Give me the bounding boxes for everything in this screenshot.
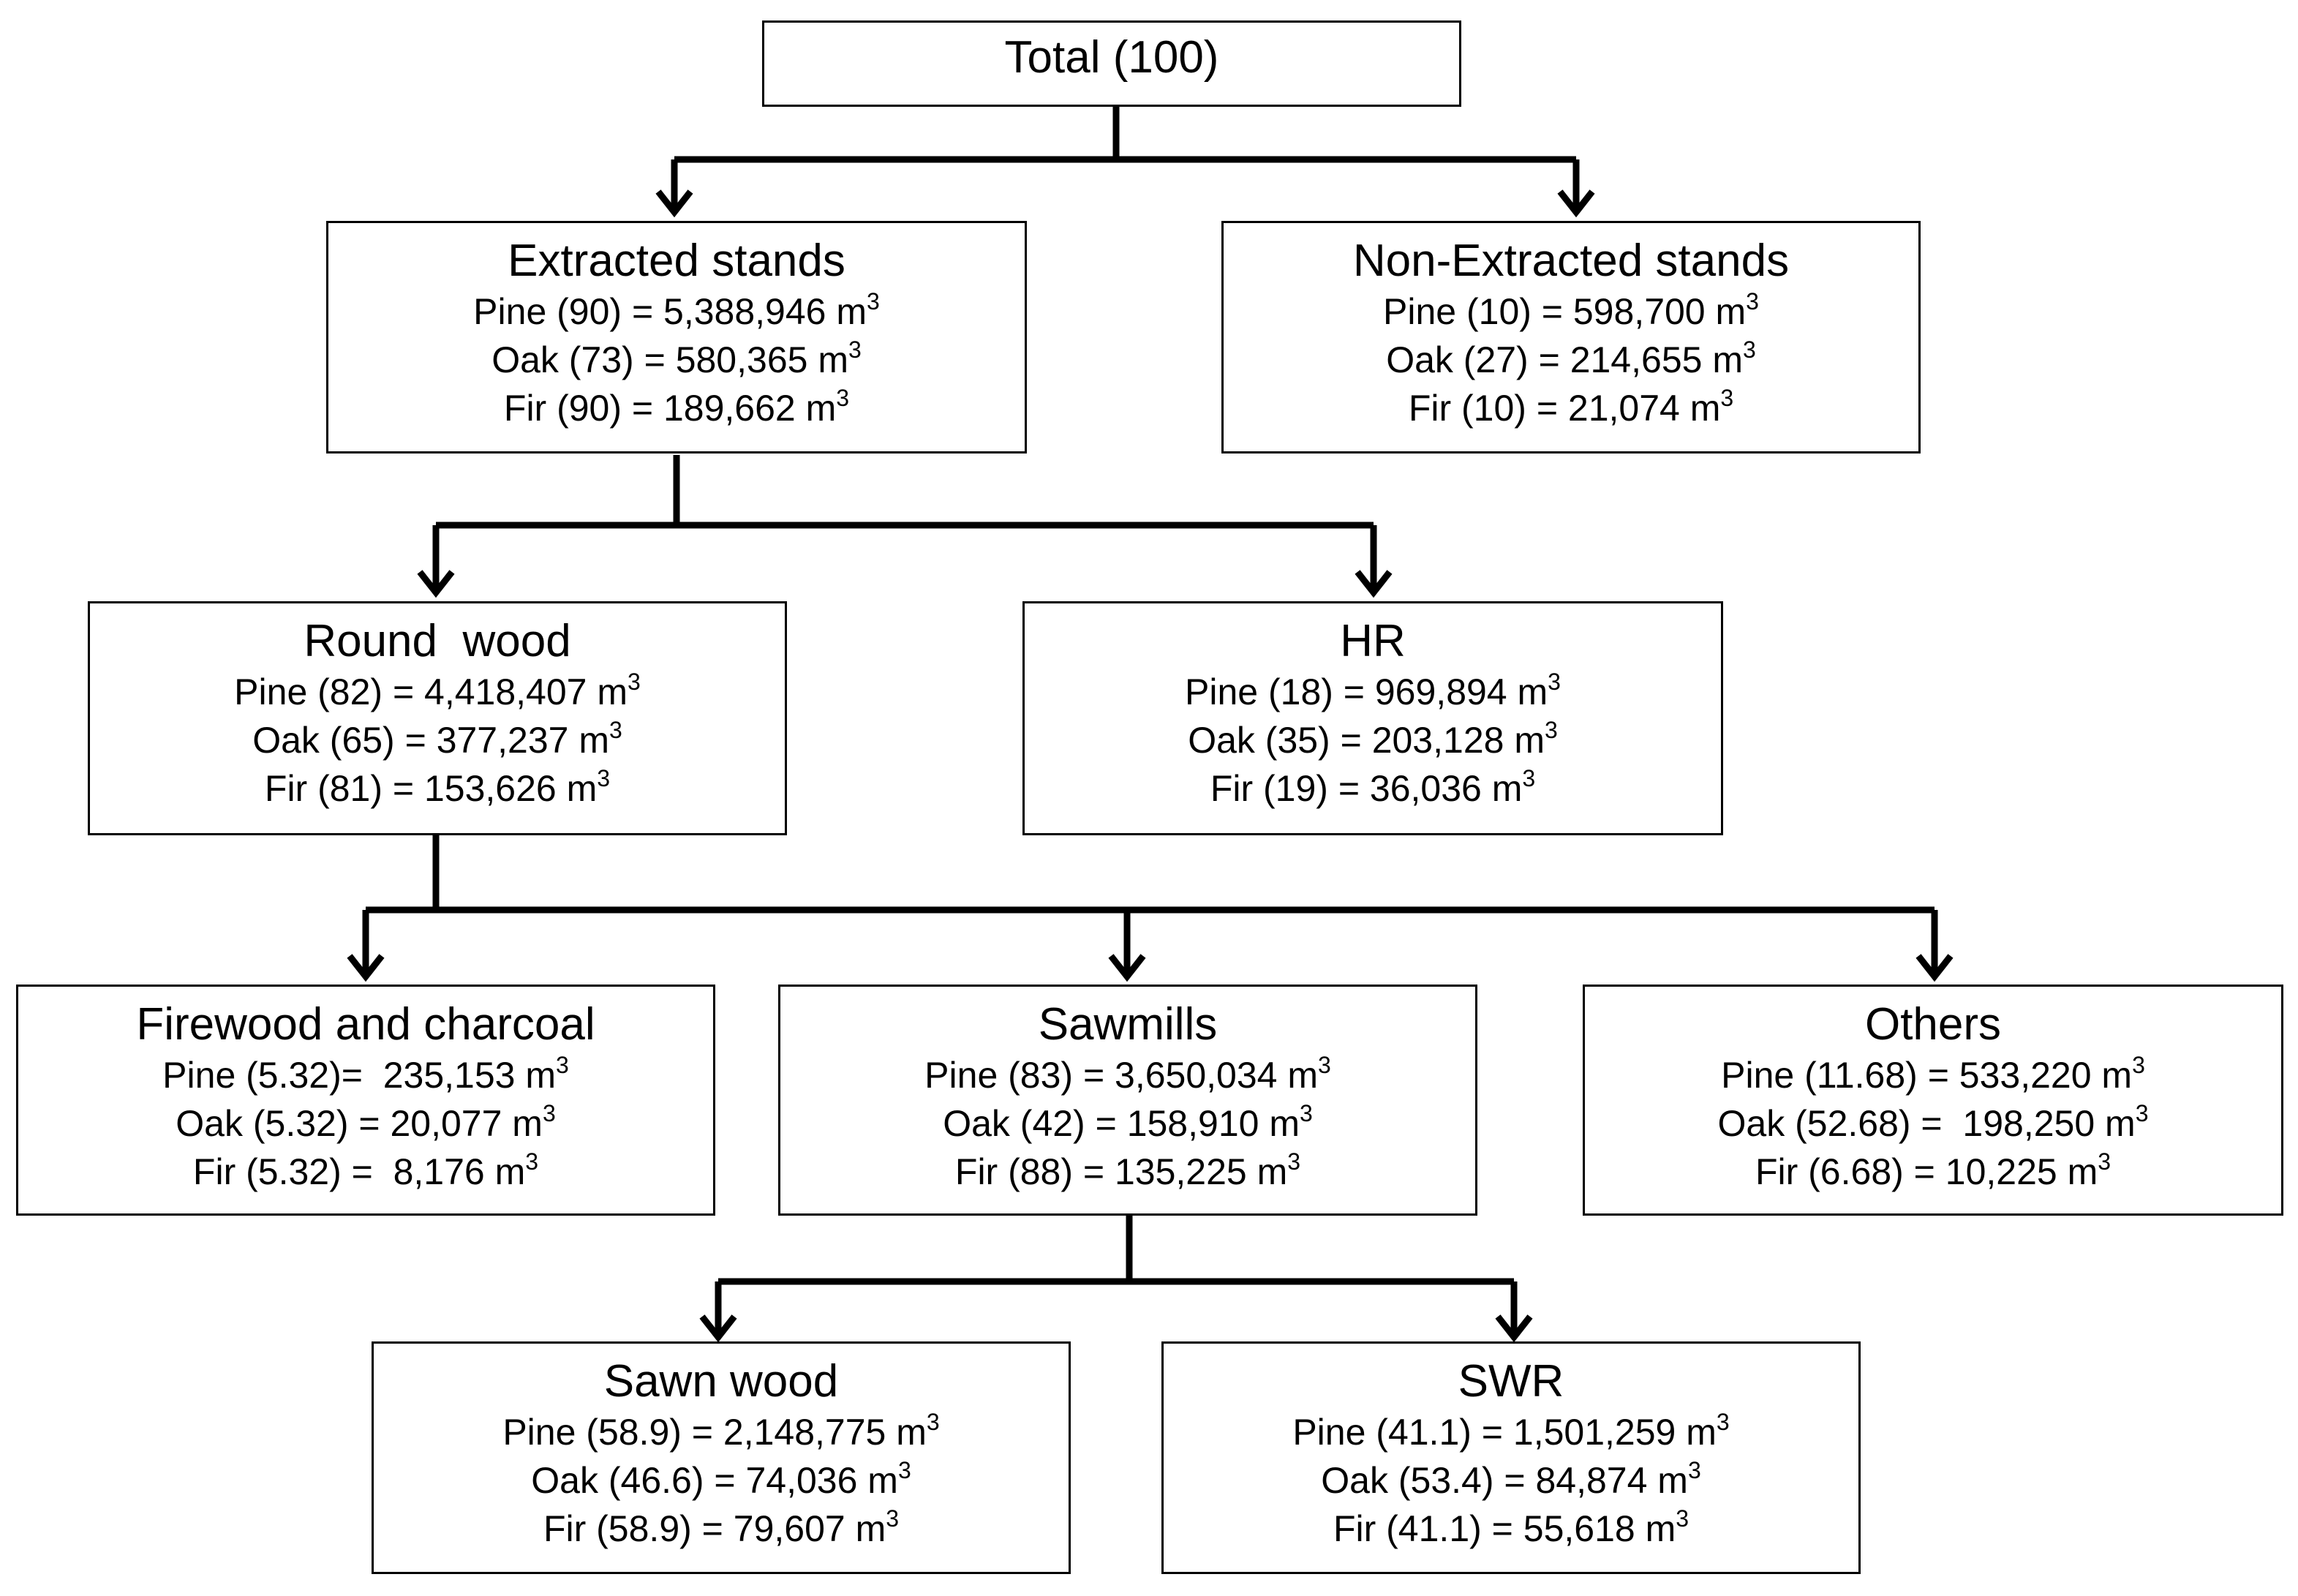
arrow-to-swr [1495,1281,1533,1343]
fir-value: Fir (10) = 21,074 m3 [1408,385,1734,429]
node-sawmills: Sawmills Pine (83) = 3,650,034 m3 Oak (4… [778,985,1477,1216]
arrow-to-sawnwood [699,1281,737,1343]
fir-value: Fir (90) = 189,662 m3 [503,385,850,429]
arrow-to-firewood [347,910,385,982]
node-title: HR [1340,616,1406,666]
pine-value: Pine (41.1) = 1,501,259 m3 [1292,1409,1730,1453]
node-title: Non-Extracted stands [1352,236,1790,286]
node-title: Sawmills [1038,999,1218,1050]
node-total: Total (100) [762,20,1461,107]
node-title: Others [1864,999,2002,1050]
fir-value: Fir (88) = 135,225 m3 [954,1148,1301,1192]
node-title: Extracted stands [508,236,845,286]
node-title: Round wood [304,616,571,666]
node-title: Firewood and charcoal [136,999,595,1050]
fir-value: Fir (41.1) = 55,618 m3 [1333,1505,1689,1549]
pine-value: Pine (11.68) = 533,220 m3 [1721,1052,2145,1096]
pine-value: Pine (58.9) = 2,148,775 m3 [502,1409,940,1453]
fir-value: Fir (6.68) = 10,225 m3 [1755,1148,2111,1192]
connector-sawmills [718,1216,1514,1285]
pine-value: Pine (82) = 4,418,407 m3 [234,669,641,712]
node-non-extracted-stands: Non-Extracted stands Pine (10) = 598,700… [1221,221,1921,453]
fir-value: Fir (58.9) = 79,607 m3 [543,1505,900,1549]
pine-value: Pine (90) = 5,388,946 m3 [473,288,880,332]
node-others: Others Pine (11.68) = 533,220 m3 Oak (52… [1583,985,2283,1216]
node-extracted-stands: Extracted stands Pine (90) = 5,388,946 m… [326,221,1027,453]
connector-total [674,107,1576,163]
arrow-to-extracted [655,159,693,218]
arrow-to-nonextracted [1557,159,1595,218]
oak-value: Oak (53.4) = 84,874 m3 [1321,1457,1701,1501]
node-hr: HR Pine (18) = 969,894 m3 Oak (35) = 203… [1022,601,1723,835]
arrow-to-others [1915,910,1954,982]
arrow-to-sawmills [1108,910,1146,982]
pine-value: Pine (83) = 3,650,034 m3 [924,1052,1331,1096]
oak-value: Oak (52.68) = 198,250 m3 [1717,1100,2149,1144]
pine-value: Pine (5.32)= 235,153 m3 [162,1052,569,1096]
fir-value: Fir (19) = 36,036 m3 [1210,765,1536,809]
arrow-to-hr [1355,525,1393,598]
fir-value: Fir (5.32) = 8,176 m3 [192,1148,539,1192]
pine-value: Pine (10) = 598,700 m3 [1383,288,1759,332]
oak-value: Oak (65) = 377,237 m3 [252,717,622,761]
oak-value: Oak (27) = 214,655 m3 [1386,336,1756,380]
connector-roundwood [366,835,1935,914]
arrow-to-roundwood [417,525,455,598]
oak-value: Oak (42) = 158,910 m3 [943,1100,1313,1144]
node-swr: SWR Pine (41.1) = 1,501,259 m3 Oak (53.4… [1161,1341,1861,1574]
oak-value: Oak (46.6) = 74,036 m3 [531,1457,911,1501]
node-title: Sawn wood [603,1356,839,1407]
fir-value: Fir (81) = 153,626 m3 [264,765,611,809]
connector-extracted [436,455,1374,529]
oak-value: Oak (35) = 203,128 m3 [1188,717,1558,761]
node-sawn-wood: Sawn wood Pine (58.9) = 2,148,775 m3 Oak… [372,1341,1071,1574]
node-round-wood: Round wood Pine (82) = 4,418,407 m3 Oak … [88,601,787,835]
pine-value: Pine (18) = 969,894 m3 [1185,669,1561,712]
node-title: Total (100) [1004,32,1219,83]
oak-value: Oak (5.32) = 20,077 m3 [176,1100,556,1144]
node-title: SWR [1458,1356,1564,1407]
oak-value: Oak (73) = 580,365 m3 [491,336,862,380]
node-firewood-and-charcoal: Firewood and charcoal Pine (5.32)= 235,1… [16,985,715,1216]
